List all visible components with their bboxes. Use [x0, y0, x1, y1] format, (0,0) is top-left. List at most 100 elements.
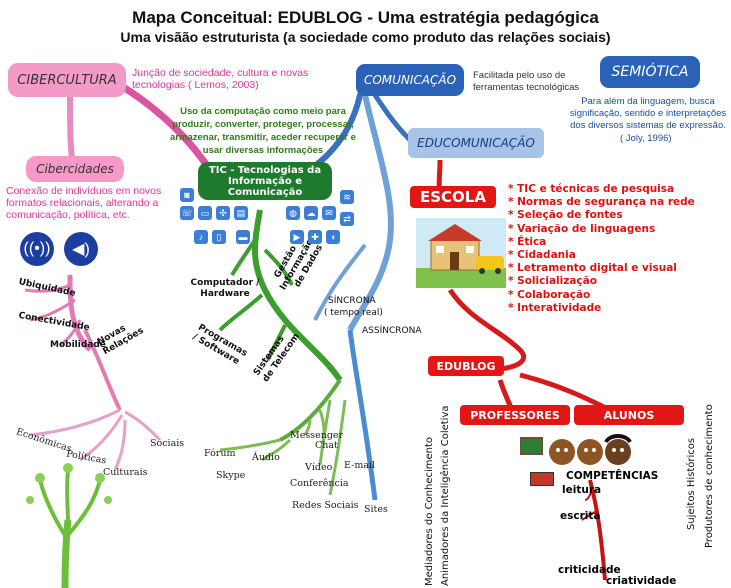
- wifi-icon: ≋: [340, 190, 354, 204]
- branch-cibercidades-trunk: [67, 274, 92, 352]
- cibercultura-note: Junção de sociedade, cultura e novas tec…: [132, 67, 309, 91]
- comunicacao-note: Facilitada pelo uso de ferramentas tecno…: [473, 70, 580, 93]
- printer-icon: ▤: [234, 206, 248, 220]
- students-illustration: [519, 432, 640, 472]
- branch-gestao: [263, 248, 294, 286]
- branch-computador: [230, 238, 257, 277]
- branch-forum: [219, 438, 281, 452]
- label-sites: Sites: [364, 504, 388, 515]
- node-cibercultura: CIBERCULTURA: [8, 63, 126, 97]
- share-icon: ⇄: [340, 212, 354, 226]
- branch-video: [318, 399, 332, 466]
- label-animadores: Animadores da Inteligência Coletiva: [440, 405, 451, 587]
- cloud-icon: ☁: [304, 206, 318, 220]
- wireless-icon: ((•)): [20, 232, 54, 266]
- speaker-icon: ◀): [64, 232, 98, 266]
- label-computador: Computador / Hardware: [190, 278, 260, 299]
- label-culturais: Culturais: [103, 467, 148, 478]
- tree-leaf: [35, 473, 45, 483]
- branch-culturais: [113, 419, 127, 471]
- label-assincrona: ASSÍNCRONA: [362, 326, 422, 336]
- label-video: Vídeo: [305, 462, 333, 473]
- tree-leaf: [26, 496, 34, 504]
- label-skype: Skype: [216, 470, 246, 481]
- escola-item: * Letramento digital e visual: [508, 262, 677, 275]
- laptop-icon: ▬: [236, 230, 250, 244]
- branch-messenger: [303, 419, 312, 436]
- branch-assincrona: [347, 329, 378, 501]
- escola-item: * Seleção de fontes: [508, 209, 623, 222]
- node-educomunicacao: EDUCOMUNICAÇÃO: [408, 128, 544, 158]
- branch-audio: [261, 438, 292, 462]
- branch-leitura: [584, 489, 593, 501]
- node-semiotica: SEMIÓTICA: [600, 56, 700, 88]
- tree-leaf: [63, 463, 73, 473]
- branch-novas-relacoes: [83, 329, 122, 411]
- branch-cibercultura-cibercidades: [67, 92, 75, 163]
- tree-leaf: [95, 473, 105, 483]
- camera-icon: ◙: [180, 188, 194, 202]
- branch-comunicacao-educomunicacao: [372, 93, 412, 142]
- label-mobilidade: Mobilidade: [50, 340, 106, 350]
- label-messenger: Messenger: [290, 430, 344, 441]
- escola-item: * Interatividade: [508, 301, 602, 314]
- school-illustration: [416, 218, 506, 288]
- escola-item: * Normas de segurança na rede: [508, 196, 695, 209]
- mail-icon: ✉: [322, 206, 336, 220]
- tree-branch-right: [66, 479, 102, 537]
- branch-economicas: [29, 408, 121, 437]
- semiotica-citation: ( Joly, 1996): [620, 133, 672, 144]
- branch-sincrona: [313, 243, 367, 321]
- label-escrita: escrita: [560, 510, 601, 522]
- globe-icon: ◍: [286, 206, 300, 220]
- label-sujeitos: Sujeitos Históricos: [686, 437, 697, 530]
- branch-escrita: [581, 509, 599, 521]
- books-icon: [530, 472, 554, 486]
- semiotica-note: Para além da linguagem, busca significaç…: [569, 96, 727, 131]
- escola-item: * Ética: [508, 235, 547, 248]
- label-criticidade: criticidade: [558, 564, 621, 576]
- label-chat: Chat: [315, 440, 338, 451]
- label-leitura: leitura: [562, 484, 602, 496]
- branch-tic-communication: [279, 378, 342, 442]
- label-email: E-mail: [344, 460, 376, 471]
- escola-item: * Cidadania: [508, 249, 576, 262]
- video-icon: ▶: [290, 230, 304, 244]
- page-title: Mapa Conceitual: EDUBLOG - Uma estratégi…: [132, 8, 599, 27]
- branch-sistemas: [266, 324, 287, 361]
- phone-icon: ☏: [180, 206, 194, 220]
- escola-item: * Variação de linguagens: [508, 222, 656, 235]
- cibercultura-usage-note: Uso da computação como meio para produzi…: [170, 106, 356, 156]
- branch-escola-edublog: [447, 288, 527, 373]
- screen-icon: ▭: [198, 206, 212, 220]
- escola-item: * Solicialização: [508, 275, 597, 288]
- game-icon: ✚: [308, 230, 322, 244]
- node-cibercidades: Cibercidades: [26, 156, 124, 182]
- tablet-icon: ▯: [212, 230, 226, 244]
- mic-icon: ♪: [194, 230, 208, 244]
- network-icon: ✣: [216, 206, 230, 220]
- branch-redes: [328, 399, 347, 496]
- branch-tic-trunk: [252, 209, 343, 382]
- branch-mobilidade: [59, 319, 82, 347]
- label-criatividade: criatividade: [606, 575, 677, 587]
- branch-programas: [218, 293, 264, 332]
- node-comunicacao: COMUNICAÇÃO: [356, 64, 464, 96]
- escola-list: * TIC e técnicas de pesquisa * Normas de…: [508, 183, 695, 315]
- cibercidades-note: Conexão de indivíduos em novos formatos …: [6, 185, 162, 221]
- node-edublog: EDUBLOG: [428, 356, 504, 376]
- branch-ubiquidade: [24, 283, 71, 293]
- branch-cibercultura-tic: [116, 81, 214, 174]
- label-conferencia: Conferência: [290, 478, 349, 489]
- node-professores: PROFESSORES: [460, 405, 570, 425]
- branch-conectividade: [29, 298, 76, 322]
- escola-item: * TIC e técnicas de pesquisa: [508, 183, 675, 195]
- node-escola: ESCOLA: [410, 186, 496, 208]
- branch-competencias-trunk: [588, 479, 607, 581]
- speaker-device-icon: ◖: [326, 230, 340, 244]
- node-tic: TIC - Tecnologias da Informação e Comuni…: [198, 162, 332, 200]
- tree-trunk: [61, 519, 72, 588]
- competencias-label: COMPETÊNCIAS: [566, 470, 659, 482]
- branch-comunicacao-trunk: [347, 94, 394, 332]
